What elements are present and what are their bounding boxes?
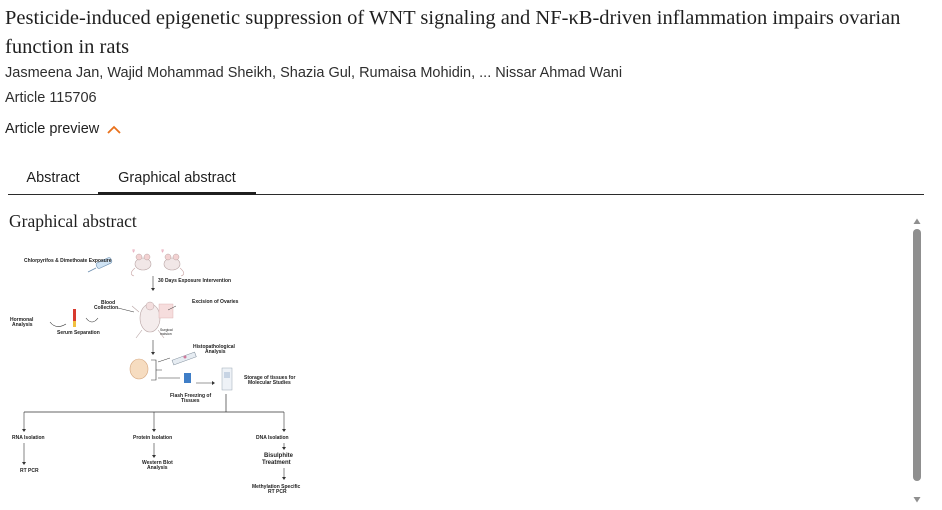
- female-symbol-icon: ♀: [131, 248, 136, 255]
- syringe-icon: [87, 257, 113, 273]
- article-number: Article 115706: [5, 90, 97, 106]
- label-methylation1: Methylation Specific: [252, 484, 301, 490]
- cryo-tube-icon: [184, 373, 191, 383]
- dissected-rat-icon: [131, 301, 174, 339]
- label-surgical: Surgical: [160, 328, 173, 332]
- label-protein: Protein Isolation: [133, 435, 172, 441]
- chevron-up-icon: [107, 125, 121, 134]
- graphical-abstract-figure[interactable]: ♀ ♀ Chlorpyrifos & Dimethoate Exposure 3…: [0, 246, 320, 508]
- article-title[interactable]: Pesticide-induced epigenetic suppression…: [5, 7, 901, 58]
- label-incision: incision: [160, 332, 172, 336]
- label-exposure: Chlorpyrifos & Dimethoate Exposure: [24, 258, 112, 264]
- scrollbar-thumb[interactable]: [913, 229, 921, 481]
- rat-icon: [130, 253, 152, 277]
- label-hormonal-analysis: Analysis: [12, 322, 33, 328]
- label-western2: Analysis: [147, 465, 168, 471]
- label-dna: DNA Isolation: [256, 435, 289, 441]
- label-flash1: Flash Freezing of: [170, 393, 211, 399]
- rat-icon: [163, 253, 185, 277]
- female-symbol-icon: ♀: [160, 248, 165, 255]
- freezer-storage-icon: [221, 367, 233, 391]
- tab-abstract[interactable]: Abstract: [26, 170, 80, 186]
- scroll-up-arrow-icon[interactable]: [912, 213, 922, 224]
- label-blood: Blood: [101, 300, 115, 306]
- scroll-down-arrow-icon[interactable]: [912, 492, 922, 503]
- graphical-abstract-image: ♀ ♀ Chlorpyrifos & Dimethoate Exposure 3…: [10, 248, 301, 495]
- blood-tube-icon: [73, 309, 76, 327]
- label-bisulphite1: Bisulphite: [264, 453, 294, 459]
- label-western1: Western Blot: [142, 460, 173, 466]
- article-preview-toggle[interactable]: Article preview: [5, 121, 121, 137]
- graphical-abstract-heading: Graphical abstract: [9, 211, 137, 231]
- microscope-slide-icon: [171, 351, 197, 366]
- label-intervention: 30 Days Exposure Intervention: [158, 278, 231, 284]
- label-storage1: Storage of tissues for: [244, 375, 295, 381]
- label-serum: Serum Separation: [57, 330, 100, 336]
- article-authors: Jasmeena Jan, Wajid Mohammad Sheikh, Sha…: [5, 65, 623, 81]
- label-excision: Excision of Ovaries: [192, 299, 239, 305]
- label-rtpcr: RT PCR: [20, 468, 39, 474]
- label-histo: Histopathological: [193, 344, 236, 350]
- label-storage2: Molecular Studies: [248, 380, 291, 386]
- label-flash2: Tissues: [181, 398, 200, 404]
- label-bisulphite2: Treatment: [262, 460, 291, 466]
- ovary-icon: [129, 358, 149, 380]
- article-preview-label: Article preview: [5, 121, 100, 137]
- preview-tabs: Abstract Graphical abstract: [8, 167, 924, 195]
- label-hormonal: Hormonal: [10, 317, 34, 323]
- tab-graphical-abstract[interactable]: Graphical abstract: [98, 167, 256, 195]
- label-methylation2: RT PCR: [268, 489, 287, 495]
- graphical-abstract-panel: Graphical abstract ♀ ♀ Chl: [0, 196, 942, 508]
- label-collection: Collection: [94, 305, 118, 311]
- label-histo-analysis: Analysis: [205, 349, 226, 355]
- label-rna: RNA Isolation: [12, 435, 45, 441]
